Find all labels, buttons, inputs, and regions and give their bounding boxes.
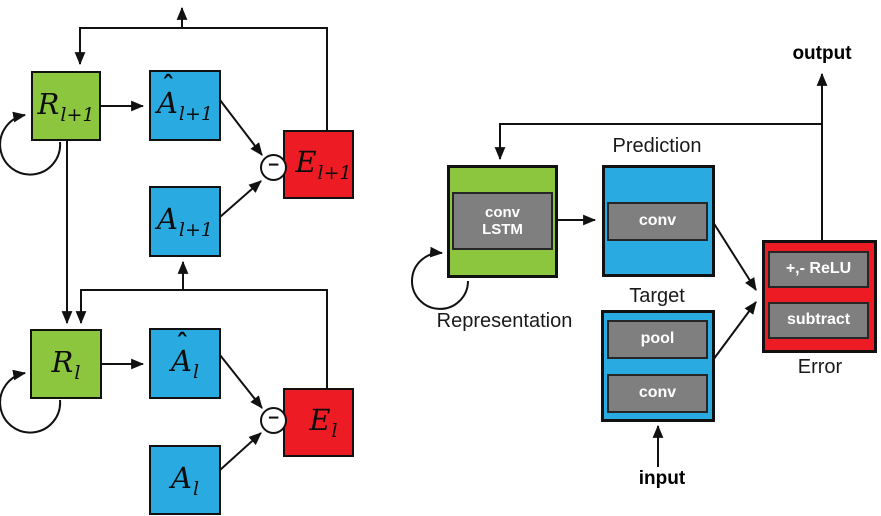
conv-label: conv (484, 203, 520, 221)
feedback-low-level-line (75, 289, 328, 388)
error-subtract-box: subtract (768, 302, 869, 339)
input-label: input (638, 468, 686, 489)
plus-minus-relu-label: +,- ReLU (785, 260, 852, 278)
prediction-to-error-arrow (712, 221, 757, 291)
minus-sign: − (267, 408, 280, 429)
minus-circle-top: − (260, 154, 287, 181)
a-l-box: Al (149, 445, 221, 515)
target-to-error-arrow (712, 301, 757, 361)
subtract-label: subtract (786, 311, 851, 329)
a-l-to-minus-arrow (219, 432, 262, 471)
ahat-lplus1-to-minus-arrow (219, 99, 263, 156)
conv-lstm-box: conv LSTM (452, 192, 553, 250)
prediction-conv-box: conv (607, 202, 708, 241)
minus-sign: − (267, 155, 280, 176)
a-lplus1-to-minus-arrow (219, 180, 262, 218)
a-lplus1-box: Al+1 (149, 186, 221, 257)
conv-label: conv (638, 384, 677, 402)
lstm-label: LSTM (482, 221, 523, 238)
target-label: Target (629, 285, 685, 307)
output-label: output (792, 43, 852, 64)
ahat-l-to-minus-arrow (219, 354, 263, 409)
a-l-label: Al (170, 460, 200, 500)
e-l-label: El (309, 403, 338, 442)
a-lplus1-label: Al+1 (156, 202, 214, 241)
e-lplus1-label: El+1 (295, 145, 352, 184)
target-pool-box: pool (607, 320, 708, 359)
e-lplus1-box: El+1 (283, 130, 354, 199)
error-relu-box: +,- ReLU (768, 251, 869, 288)
r-lplus1-self-loop (0, 111, 62, 176)
representation-self-loop (411, 246, 469, 310)
pool-label: pool (640, 330, 675, 348)
target-conv-box: conv (607, 374, 708, 413)
r-l-label: Rl (51, 344, 81, 384)
e-l-box: El (283, 388, 354, 457)
conv-label: conv (638, 212, 677, 230)
minus-circle-bottom: − (260, 407, 287, 434)
r-l-self-loop (0, 369, 62, 434)
error-label: Error (797, 356, 843, 378)
prediction-label: Prediction (612, 135, 702, 157)
representation-label: Representation (436, 310, 573, 332)
r-lplus1-box: Rl+1 (31, 71, 101, 141)
feedback-top-level-line (74, 27, 328, 131)
r-lplus1-label: Rl+1 (37, 86, 95, 126)
r-l-box: Rl (30, 329, 102, 399)
error-to-representation-line (494, 123, 822, 161)
